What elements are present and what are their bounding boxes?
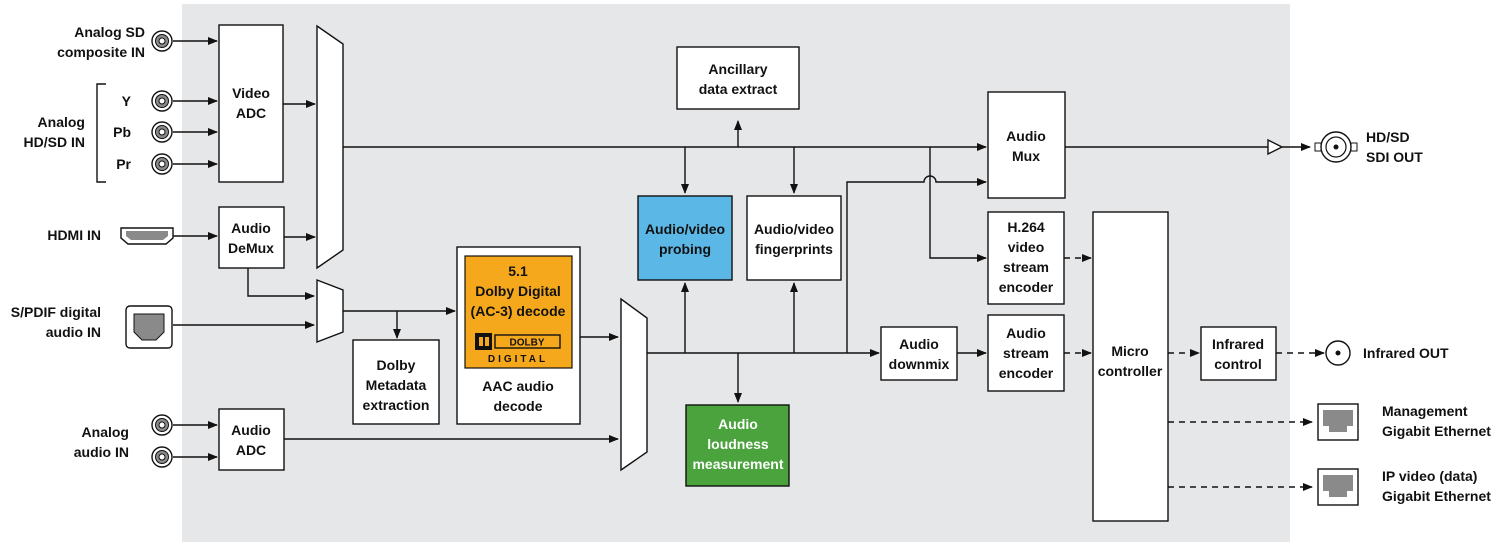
rca-jack-icon: [151, 446, 173, 468]
analog-audio-label-2: audio IN: [74, 444, 129, 460]
audio-adc-block: [218, 408, 285, 471]
infrared-control-block: [1200, 326, 1277, 381]
y-label: Y: [122, 93, 132, 109]
rca-jack-icon: [151, 30, 173, 52]
probing-label-2: probing: [659, 241, 711, 257]
downmix-label-2: downmix: [889, 356, 950, 372]
ancillary-label-2: data extract: [699, 81, 778, 97]
analog-hd-label-2: HD/SD IN: [24, 134, 85, 150]
dolby-decode-label-2: Dolby Digital: [475, 283, 561, 299]
audio-mux-label-2: Mux: [1012, 148, 1040, 164]
probing-label: Audio/video: [645, 221, 725, 237]
optical-port-icon: [125, 305, 173, 349]
rca-jack-icon: [151, 153, 173, 175]
audio-mux-block: [987, 91, 1066, 199]
analog-hd-label: Analog: [38, 114, 85, 130]
ethernet-port-icon: [1317, 403, 1359, 441]
infrared-out-label: Infrared OUT: [1363, 345, 1449, 361]
pr-label: Pr: [116, 156, 131, 172]
fingerprints-label-2: fingerprints: [755, 241, 833, 257]
aac-label-2: decode: [493, 398, 542, 414]
dolby-metadata-label-3: extraction: [363, 397, 430, 413]
infrared-icon: [1325, 340, 1351, 366]
audio-adc-label: Audio: [231, 422, 271, 438]
fingerprints-block: [746, 195, 842, 281]
sdi-out-label: HD/SD: [1366, 129, 1410, 145]
loudness-label: Audio: [718, 416, 758, 432]
ipvideo-label: IP video (data): [1382, 468, 1477, 484]
video-adc-block: [218, 24, 284, 183]
rca-jack-icon: [151, 414, 173, 436]
dolby-logo-word: DOLBY: [510, 338, 545, 349]
rca-jack-icon: [151, 90, 173, 112]
hdmi-label: HDMI IN: [47, 227, 101, 243]
video-adc-label: Video: [232, 85, 270, 101]
rca-jack-icon: [151, 121, 173, 143]
infrared-control-label: Infrared: [1212, 336, 1264, 352]
loudness-label-2: loudness: [707, 436, 769, 452]
fingerprints-label: Audio/video: [754, 221, 834, 237]
audio-demux-label: Audio: [231, 220, 271, 236]
audio-adc-label-2: ADC: [236, 442, 266, 458]
infrared-control-label-2: control: [1214, 356, 1261, 372]
dolby-decode-label: 5.1: [508, 263, 528, 279]
component-bracket: [96, 83, 106, 183]
ethernet-port-icon: [1317, 468, 1359, 506]
analog-audio-label: Analog: [82, 424, 129, 440]
h264-label-4: encoder: [999, 279, 1054, 295]
dolby-metadata-label-2: Metadata: [366, 377, 427, 393]
probing-block: [637, 195, 733, 281]
audio-demux-block: [218, 206, 285, 269]
loudness-block: [685, 404, 790, 487]
micro-label-2: controller: [1098, 363, 1163, 379]
ancillary-label: Ancillary: [708, 61, 767, 77]
audio-encoder-label: Audio: [1006, 325, 1046, 341]
audio-encoder-label-2: stream: [1003, 345, 1049, 361]
analog-sd-label: Analog SD: [74, 24, 145, 40]
loudness-label-3: measurement: [692, 456, 783, 472]
h264-encoder-block: [987, 211, 1065, 305]
dolby-logo-icon: DOLBY DIGITAL: [475, 333, 561, 365]
ancillary-block: [676, 46, 800, 110]
video-mux: [316, 24, 344, 270]
aac-label: AAC audio: [482, 378, 554, 394]
dolby-decode-label-3: (AC-3) decode: [471, 303, 566, 319]
dolby-metadata-label: Dolby: [377, 357, 416, 373]
audio-input-mux: [316, 278, 344, 344]
spdif-label: S/PDIF digital: [11, 304, 101, 320]
analog-sd-label-2: composite IN: [57, 44, 145, 60]
downmix-block: [880, 326, 958, 381]
audio-mux-label: Audio: [1006, 128, 1046, 144]
spdif-label-2: audio IN: [46, 324, 101, 340]
audio-encoder-label-3: encoder: [999, 365, 1054, 381]
audio-select-mux: [620, 297, 648, 472]
ipvideo-label-2: Gigabit Ethernet: [1382, 488, 1491, 504]
audio-encoder-block: [987, 314, 1065, 392]
microcontroller-block: [1092, 211, 1169, 522]
pb-label: Pb: [113, 124, 131, 140]
sdi-out-label-2: SDI OUT: [1366, 149, 1423, 165]
mgmt-label: Management: [1382, 403, 1468, 419]
downmix-label: Audio: [899, 336, 939, 352]
h264-label: H.264: [1007, 219, 1045, 235]
dolby-metadata-block: [352, 339, 440, 425]
mgmt-label-2: Gigabit Ethernet: [1382, 423, 1491, 439]
h264-label-2: video: [1008, 239, 1045, 255]
audio-demux-label-2: DeMux: [228, 240, 274, 256]
sdi-driver-icon: [1267, 138, 1284, 156]
h264-label-3: stream: [1003, 259, 1049, 275]
micro-label: Micro: [1111, 343, 1148, 359]
bnc-connector-icon: [1314, 131, 1358, 163]
dolby-logo-digital: DIGITAL: [488, 354, 548, 365]
hdmi-port-icon: [120, 227, 174, 245]
video-adc-label-2: ADC: [236, 105, 266, 121]
